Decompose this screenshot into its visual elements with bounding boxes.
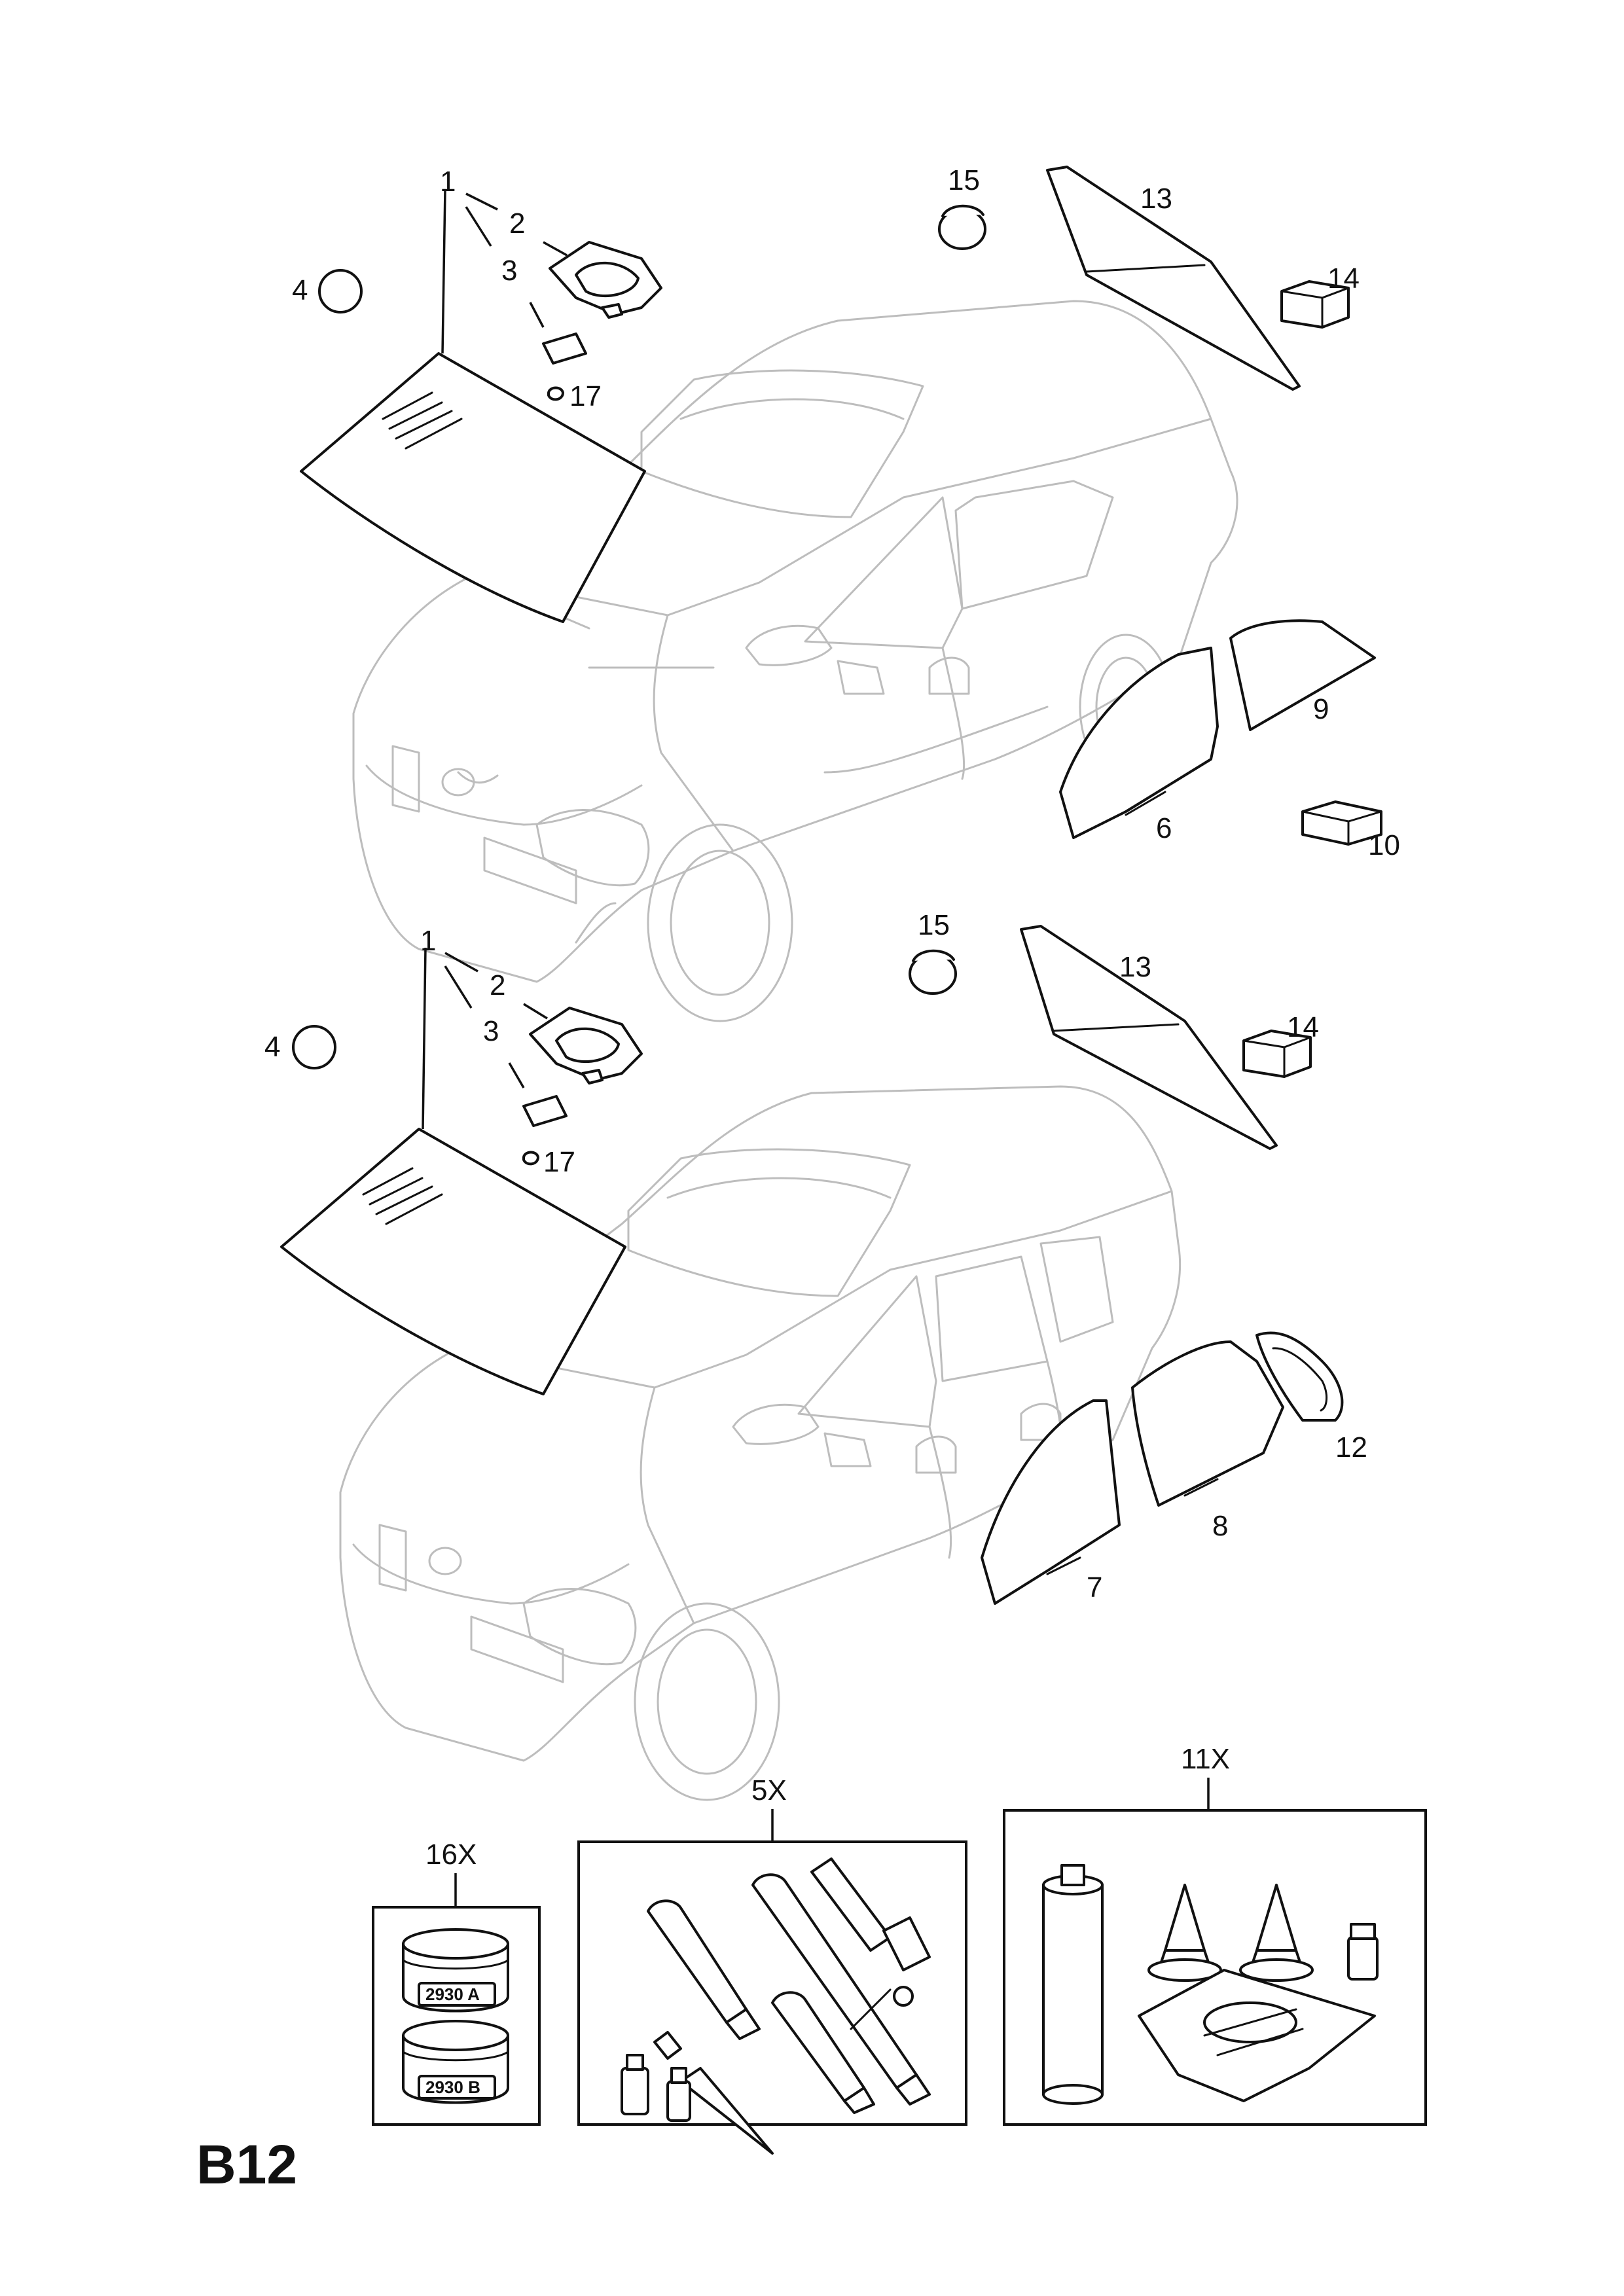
- label-2: 2: [490, 969, 505, 1001]
- kit-5x-label: 5X: [751, 1774, 787, 1806]
- part-15-plug[interactable]: [938, 204, 986, 250]
- label-14: 14: [1287, 1011, 1319, 1043]
- part-14-seal[interactable]: [1242, 1030, 1312, 1078]
- leader-1: [422, 947, 427, 1130]
- kit-5x-box: [577, 1840, 967, 2126]
- part-17-clip[interactable]: [547, 386, 564, 401]
- tube-medium: [771, 1991, 875, 2114]
- label-13: 13: [1119, 951, 1151, 983]
- cartridge: [1042, 1864, 1104, 2105]
- part-1-windscreen[interactable]: [300, 352, 646, 623]
- kit-16x-box: [372, 1906, 541, 2126]
- part-13-rear-window[interactable]: [1046, 166, 1301, 391]
- label-9: 9: [1313, 693, 1329, 725]
- part-13-rear-window[interactable]: [1020, 925, 1278, 1150]
- cap-set: [810, 1857, 931, 2030]
- part-8-rear-door-glass[interactable]: [1131, 1340, 1284, 1507]
- jar-b-label: 2930 B: [425, 2077, 480, 2097]
- label-15: 15: [948, 164, 980, 196]
- label-3: 3: [501, 255, 517, 287]
- tube-large: [751, 1873, 931, 2106]
- top-view: 1 2 3 17 4 15: [292, 164, 1400, 1022]
- car-3door-outline: [352, 300, 1238, 1022]
- kit-11x-box: [1003, 1809, 1427, 2126]
- label-7: 7: [1087, 1571, 1102, 1604]
- part-3-pad[interactable]: [508, 1062, 568, 1127]
- label-2: 2: [509, 207, 525, 240]
- part-4-disc[interactable]: [292, 1025, 336, 1069]
- label-8: 8: [1212, 1510, 1228, 1542]
- label-1: 1: [420, 925, 436, 957]
- nozzle-a: [1147, 1884, 1222, 1982]
- part-3-pad[interactable]: [529, 302, 587, 365]
- kit-11x-label: 11X: [1181, 1743, 1230, 1775]
- small-bottle: [1347, 1923, 1379, 1981]
- label-15: 15: [918, 909, 950, 941]
- jar-a: 2930 A: [402, 1928, 509, 2013]
- part-4-disc[interactable]: [318, 269, 363, 314]
- jar-b: 2930 B: [402, 2020, 509, 2104]
- part-17-clip[interactable]: [522, 1151, 539, 1166]
- bottles: [621, 2054, 691, 2122]
- label-10: 10: [1368, 829, 1400, 861]
- label-1: 1: [440, 166, 456, 198]
- car-5door-outline: [339, 1085, 1182, 1801]
- part-14-seal[interactable]: [1280, 280, 1350, 329]
- part-2-mirror-base[interactable]: [523, 1003, 643, 1085]
- nozzle-b: [1239, 1884, 1314, 1982]
- sachet: [1138, 1969, 1376, 2102]
- label-4: 4: [264, 1031, 280, 1063]
- part-7-front-door-glass[interactable]: [981, 1399, 1121, 1605]
- nozzle: [653, 2031, 774, 2155]
- part-6-door-glass[interactable]: [1059, 647, 1219, 839]
- bottom-view: 1 2 3 17 4 15 13: [264, 909, 1367, 1801]
- label-17: 17: [569, 380, 602, 412]
- label-4: 4: [292, 274, 308, 306]
- label-3: 3: [483, 1015, 499, 1047]
- label-12: 12: [1335, 1431, 1367, 1463]
- label-6: 6: [1156, 812, 1172, 844]
- tube-small: [647, 1899, 761, 2040]
- leader-1-2: [465, 192, 498, 211]
- part-9-quarter-glass[interactable]: [1229, 619, 1376, 731]
- label-17: 17: [543, 1146, 575, 1178]
- leader-1: [441, 189, 446, 354]
- kit-16x[interactable]: 16X 2930 A 2930 B: [372, 1839, 541, 2126]
- part-12-quarter-glass[interactable]: [1255, 1331, 1344, 1422]
- part-2-mirror-base[interactable]: [543, 241, 662, 319]
- part-15-plug[interactable]: [909, 949, 957, 995]
- part-1-windscreen[interactable]: [280, 1128, 626, 1395]
- part-10-seal[interactable]: [1301, 800, 1382, 846]
- kit-5x[interactable]: 5X: [577, 1774, 967, 2155]
- jar-a-label: 2930 A: [425, 1984, 480, 2004]
- kit-16x-label: 16X: [425, 1839, 477, 1871]
- leader-1-3: [444, 965, 473, 1009]
- label-14: 14: [1327, 262, 1360, 295]
- leader-1-3: [465, 206, 492, 247]
- kit-11x[interactable]: 11X: [1003, 1743, 1427, 2126]
- leader-1-2: [444, 952, 478, 973]
- diagram-code: B12: [196, 2134, 297, 2195]
- label-13: 13: [1140, 183, 1172, 215]
